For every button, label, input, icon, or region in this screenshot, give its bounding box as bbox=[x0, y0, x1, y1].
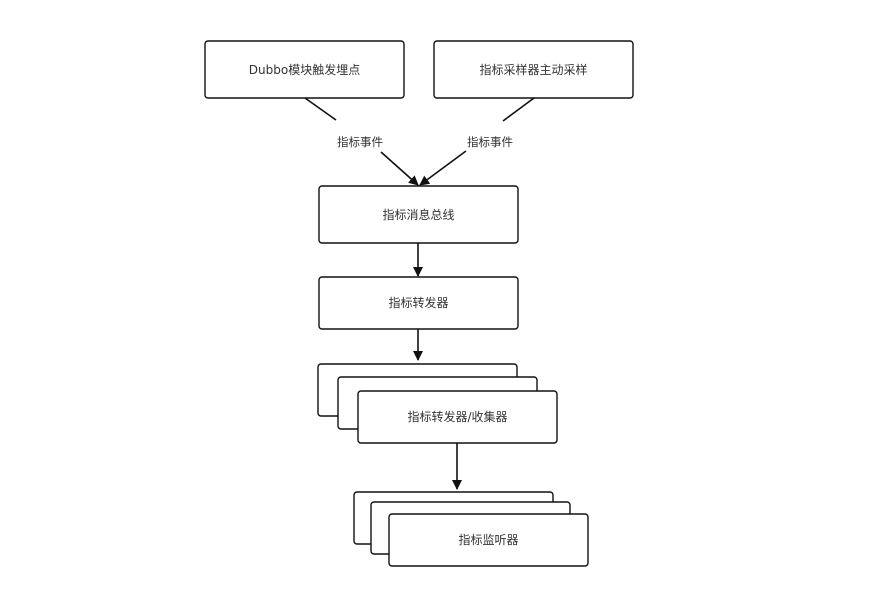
edge-sampler-to-bus-top-line bbox=[502, 97, 535, 122]
node-dubbo-trigger-label: Dubbo模块触发埋点 bbox=[249, 62, 360, 77]
node-dubbo-trigger: Dubbo模块触发埋点 bbox=[204, 40, 405, 99]
node-event-bus-label: 指标消息总线 bbox=[382, 207, 454, 222]
node-forwarder-label: 指标转发器 bbox=[388, 295, 448, 310]
edge-trigger-to-bus: 指标事件 bbox=[304, 97, 419, 186]
edge-trigger-to-bus-top-line bbox=[304, 97, 337, 121]
edge-sampler-to-bus: 指标事件 bbox=[419, 97, 535, 186]
node-listener-box bbox=[388, 513, 589, 567]
node-sampler-label: 指标采样器主动采样 bbox=[479, 62, 587, 77]
node-listener-stack: 指标监听器 bbox=[353, 491, 589, 567]
node-dubbo-trigger-box bbox=[204, 40, 405, 99]
node-forwarder: 指标转发器 bbox=[318, 276, 519, 330]
node-event-bus: 指标消息总线 bbox=[318, 185, 519, 244]
edge-trigger-to-bus-bottom-line bbox=[380, 151, 419, 186]
edge-sampler-to-bus-bottom-line bbox=[419, 150, 467, 186]
node-collector-label: 指标转发器/收集器 bbox=[407, 409, 507, 424]
edge-sampler-to-bus-label: 指标事件 bbox=[467, 135, 513, 149]
node-listener-label: 指标监听器 bbox=[458, 532, 518, 547]
node-sampler: 指标采样器主动采样 bbox=[433, 40, 634, 99]
node-collector-stack: 指标转发器/收集器 bbox=[317, 363, 558, 444]
edge-trigger-to-bus-label: 指标事件 bbox=[337, 135, 383, 149]
